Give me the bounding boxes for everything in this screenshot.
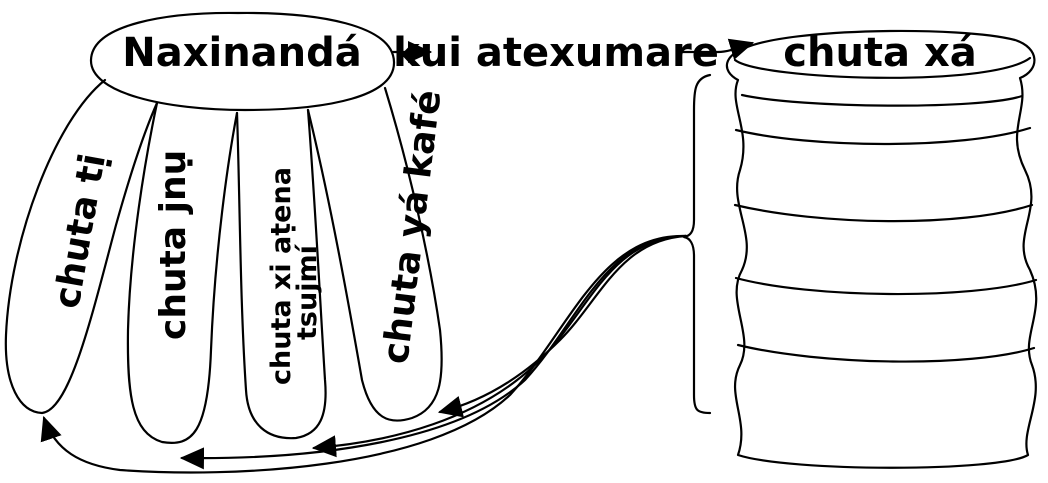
barrel-ring-1 [740,93,1024,107]
barrel-brace [682,73,712,415]
target-label: chuta xá [783,30,977,76]
target-barrel [725,29,1038,469]
barrel-ring-5 [736,343,1036,363]
category-strip-4 [306,86,443,422]
return-arrow-1 [40,234,688,474]
category-label-1: chuta tị [46,151,113,312]
barrel-ring-3 [733,203,1034,223]
return-arrow-3 [311,234,688,458]
process-label: kui atexumare [393,30,719,76]
category-strip-3 [235,108,327,440]
arrow-to-target [680,38,755,60]
category-label-3a: chuta xi aṭena [266,167,297,385]
return-arrow-4 [437,234,688,418]
category-label-3b: tsujmí [292,243,323,340]
barrel-ring-2 [734,126,1032,146]
category-strip-1 [4,78,159,415]
category-strip-2 [126,101,239,444]
category-label-2: chuta jnụ [153,150,194,340]
barrel-ring-top [733,56,1032,79]
source-label: Naxinandá [122,30,362,76]
barrel-ring-4 [734,276,1038,296]
source-ellipse [89,11,396,112]
